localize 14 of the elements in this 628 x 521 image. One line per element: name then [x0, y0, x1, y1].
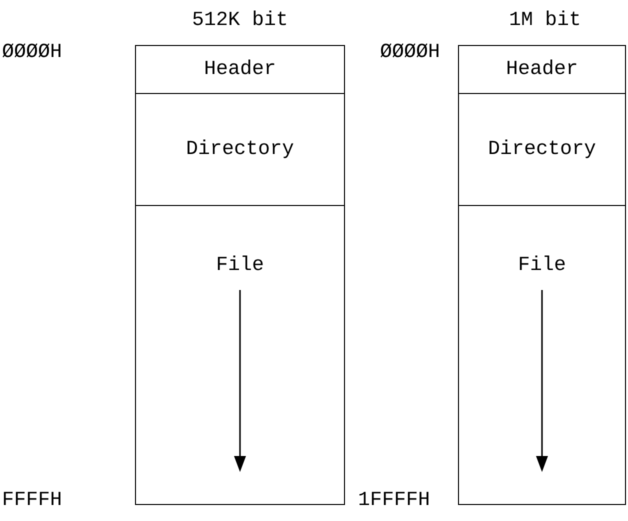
section-label: File — [518, 256, 566, 276]
section-label: File — [216, 256, 264, 276]
address-label: ØØØØH — [380, 40, 442, 65]
address-label: FFFFH — [2, 488, 64, 513]
memory-map-box — [135, 45, 345, 505]
column-title: 512K bit — [190, 8, 289, 33]
memory-map-box — [458, 45, 626, 505]
section-label: Directory — [488, 140, 596, 160]
section-label: Directory — [186, 140, 294, 160]
address-label: ØØØØH — [2, 40, 64, 65]
section-label: Header — [204, 60, 276, 80]
address-label: 1FFFFH — [358, 488, 432, 513]
section-label: Header — [506, 60, 578, 80]
column-title: 1M bit — [508, 8, 582, 33]
